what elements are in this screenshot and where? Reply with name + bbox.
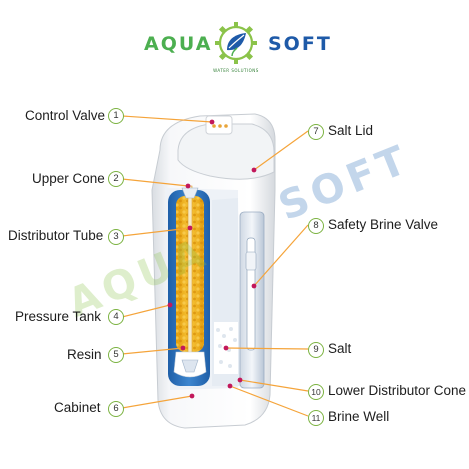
badge-9: 9 (308, 342, 324, 358)
badge-6: 6 (108, 401, 124, 417)
label-distributor-tube: Distributor Tube (8, 228, 104, 243)
badge-3: 3 (108, 229, 124, 245)
badge-5: 5 (108, 347, 124, 363)
logo-right-word: SOFT (268, 33, 332, 55)
label-resin: Resin (67, 347, 102, 362)
logo-gear-leaf-icon (215, 22, 257, 64)
label-control-valve: Control Valve (25, 108, 106, 123)
badge-11: 11 (308, 410, 324, 426)
label-salt-lid: Salt Lid (328, 123, 374, 138)
label-lower-distributor-cone: Lower Distributor Cone (328, 383, 467, 398)
label-brine-well: Brine Well (328, 409, 390, 424)
label-pressure-tank: Pressure Tank (15, 309, 102, 324)
badge-8: 8 (308, 218, 324, 234)
badge-10: 10 (308, 384, 324, 400)
label-safety-brine-valve: Safety Brine Valve (328, 217, 439, 232)
badge-1: 1 (108, 108, 124, 124)
logo-tagline: WATER SOLUTIONS (213, 68, 259, 73)
logo-left-word: AQUA (144, 33, 213, 55)
badge-4: 4 (108, 309, 124, 325)
label-salt: Salt (328, 341, 352, 356)
label-upper-cone: Upper Cone (32, 171, 105, 186)
badge-7: 7 (308, 124, 324, 140)
badge-2: 2 (108, 171, 124, 187)
label-cabinet: Cabinet (54, 400, 101, 415)
